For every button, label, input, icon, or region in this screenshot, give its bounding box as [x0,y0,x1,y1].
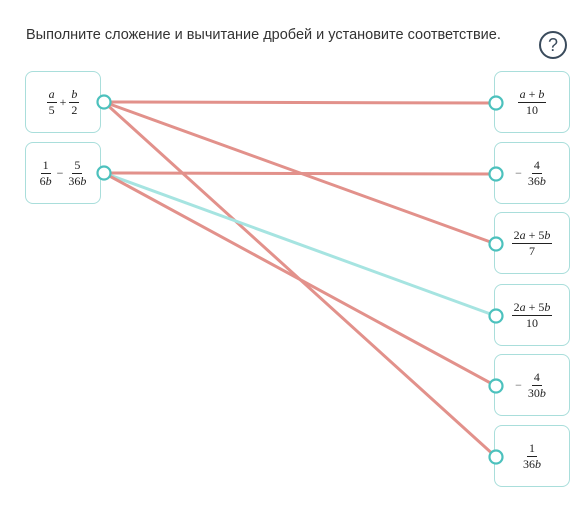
fraction-numerator: 1 [527,440,537,457]
fraction-denominator: 36b [523,456,541,471]
operator: − [56,165,64,180]
fraction-numerator: 2a + 5b [511,299,553,316]
operator: + [59,94,67,109]
connector-port-r3[interactable] [488,236,504,252]
connector-port-l1[interactable] [96,94,112,110]
connection-line-l2-r2[interactable] [102,171,498,176]
connector-port-r5[interactable] [488,378,504,394]
minus-sign: − [515,165,522,180]
fraction-denominator: 36b [527,173,546,188]
connector-port-r6[interactable] [488,449,504,465]
fraction-numerator: 2a + 5b [511,227,553,244]
fraction-numerator: a [46,86,57,103]
fraction-denominator: 2 [71,102,78,117]
fraction-numerator: 4 [531,369,542,386]
task-instruction: Выполните сложение и вычитание дробей и … [26,27,501,43]
fraction-numerator: 4 [531,157,542,174]
fraction-denominator: 30b [527,385,546,400]
connection-line-l2-r5[interactable] [102,171,498,388]
fraction-denominator: 5 [48,102,55,117]
connector-port-r2[interactable] [488,166,504,182]
connector-port-r4[interactable] [488,308,504,324]
fraction-denominator: 7 [529,243,535,258]
fraction-denominator: 6b [39,173,52,188]
connector-port-r1[interactable] [488,95,504,111]
fraction-denominator: 36b [68,173,87,188]
fraction-numerator: 1 [40,157,51,174]
fraction-numerator: b [69,86,80,103]
connection-line-l2-r4[interactable] [102,171,498,318]
help-button[interactable]: ? [539,31,567,59]
minus-sign: − [515,377,522,392]
connector-port-l2[interactable] [96,165,112,181]
fraction-denominator: 10 [526,315,538,330]
connection-line-l1-r1[interactable] [102,100,498,105]
fraction-numerator: 5 [72,157,83,174]
question-mark-icon: ? [547,35,558,55]
fraction-numerator: a + b [517,86,547,103]
fraction-denominator: 10 [526,102,538,117]
